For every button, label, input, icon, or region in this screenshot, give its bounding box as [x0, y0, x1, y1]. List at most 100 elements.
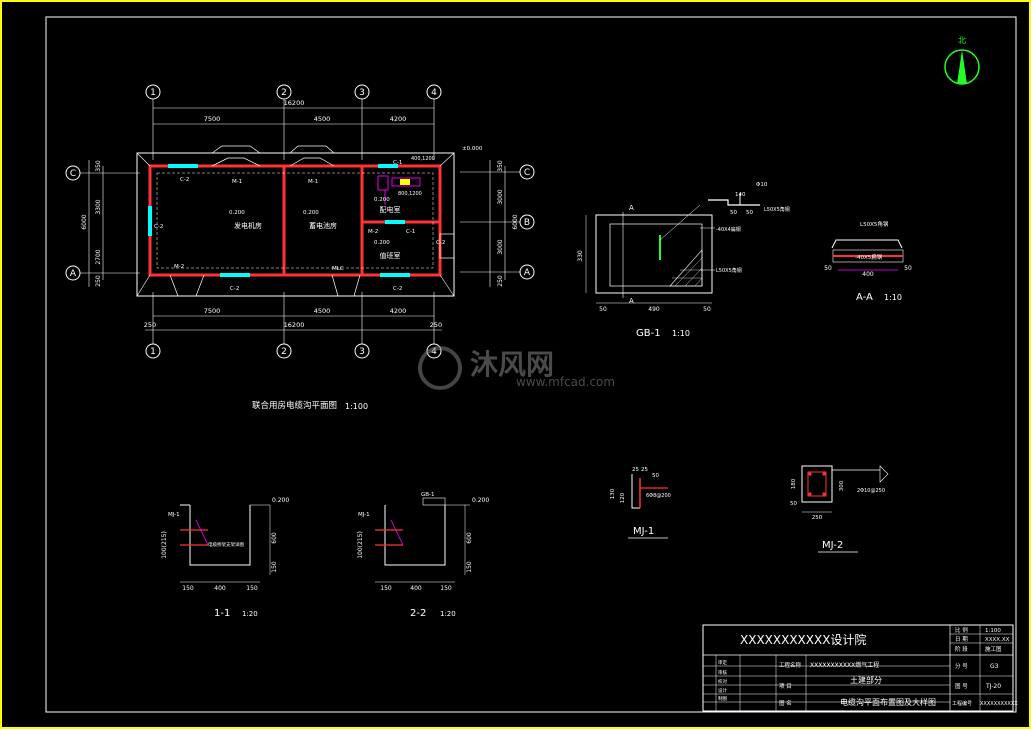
dim-bottom-total: 16200: [284, 321, 305, 329]
gb1-note-angle-steel: L50X5角钢: [716, 267, 742, 274]
gb1-dim-right: 50: [703, 306, 711, 313]
tb-role-1: 审定: [718, 659, 727, 666]
door-m2-b: M-2: [174, 264, 184, 270]
gb1-title: GB-1: [636, 328, 661, 339]
door-m2-a: M-2: [368, 229, 378, 235]
room-duty: 值班室: [380, 251, 401, 260]
gb1-note-flat-steel: -40X4扁钢: [716, 226, 741, 233]
tb-r3-value: 施工图: [985, 645, 1002, 653]
s22-dim-1: 150: [380, 585, 392, 592]
north-label: 北: [958, 36, 966, 45]
aa-section: L50X5角钢 -40X5扁钢 400 50 50 A-A 1:10: [824, 220, 912, 303]
elev-room-4: 0.200: [374, 240, 390, 246]
tb-institute: XXXXXXXXXXX设计院: [740, 633, 866, 647]
section-2-2: 0.200 MJ-1 GB-1 150 400 150 600 150 100(…: [357, 492, 489, 619]
tb-r1-value: 1:100: [985, 628, 1001, 634]
tb-r5-value: TJ-20: [985, 683, 1001, 690]
dim-left-4: 250: [95, 275, 102, 287]
window-c2-b: C-2: [230, 286, 239, 292]
dim-left-total: 6000: [81, 214, 88, 229]
elev-room-2: 0.200: [303, 210, 319, 216]
inner-frame: [45, 16, 1017, 713]
s22-dim-6: 100(215): [357, 531, 364, 559]
watermark-cn: 沐风网: [470, 348, 554, 381]
window-c1-b: C-1: [406, 229, 415, 235]
tb-role-5: 制图: [718, 695, 727, 702]
s22-dim-2: 400: [410, 585, 422, 592]
angle-detail: 140 50 50 Φ10 L50X5角钢: [708, 182, 790, 216]
s11-note-bracket: 电缆桥架支架详图: [208, 541, 244, 548]
s22-dim-5: 150: [466, 561, 473, 573]
tn-dim-2: 50: [730, 210, 737, 216]
s11-title: 1-1: [214, 608, 230, 619]
tb-drawing-label: 图 名: [779, 699, 792, 707]
mj2-detail: 250 180 300 50 2Φ10@250 MJ-2: [790, 465, 889, 553]
s11-dim-2: 400: [214, 585, 226, 592]
tb-r4-value: G3: [990, 663, 999, 670]
dim-top-total: 16200: [284, 99, 305, 107]
mj1-dim-1: 25: [632, 467, 639, 473]
door-m1-a: M-1: [232, 179, 242, 185]
axis-bottom-2: 2: [281, 347, 287, 357]
dim-left-1: 350: [95, 160, 102, 172]
s11-dim-6: 100(215): [161, 531, 168, 559]
gb1-dim-left: 50: [599, 306, 607, 313]
window-c1-a: C-1: [393, 160, 402, 166]
mj1-dim-5: 50: [652, 473, 659, 479]
axis-bottom-3: 3: [359, 347, 365, 357]
mj1-detail: 25 25 130 120 50 6Φ8@200 MJ-1: [610, 467, 671, 539]
mj2-title: MJ-2: [822, 540, 843, 551]
tn-dim-1: 140: [735, 192, 746, 198]
dim-bottom-1: 7500: [204, 307, 221, 315]
dim-left-3: 2700: [95, 249, 102, 264]
tb-r5-label: 图 号: [955, 682, 968, 690]
room-generator: 发电机房: [234, 221, 262, 230]
tb-item-name: 土建部分: [850, 675, 882, 685]
axis-top-2: 2: [281, 88, 287, 98]
s22-title: 2-2: [410, 608, 426, 619]
mj1-dim-2: 25: [641, 467, 648, 473]
s22-scale: 1:20: [440, 610, 456, 618]
axis-right-b: B: [524, 218, 530, 228]
tb-project-label: 工程名称: [779, 661, 802, 669]
elev-room-1: 0.200: [229, 210, 245, 216]
mj2-dim-4: 50: [790, 501, 797, 507]
axis-top-4: 4: [431, 88, 437, 98]
tb-role-3: 校对: [718, 678, 727, 685]
s22-note-mj: MJ-1: [358, 512, 370, 518]
plan-note-1: 400,1200: [411, 156, 435, 162]
s22-dim-3: 150: [440, 585, 452, 592]
s11-dim-5: 150: [271, 561, 278, 573]
dim-top-2: 4500: [314, 115, 331, 123]
door-m1-b: M-1: [308, 179, 318, 185]
s22-elev: 0.200: [472, 497, 489, 504]
elev-room-3: 0.200: [374, 197, 390, 203]
mj1-dim-4: 120: [620, 492, 626, 503]
plan-view: 1 2 3 4 1 2 3 4 C A C B A 16200 7500 45: [65, 84, 535, 411]
cable-trench: [156, 172, 434, 269]
s11-dim-1: 150: [182, 585, 194, 592]
aa-dim-right: 50: [904, 265, 912, 272]
tn-dim-3: 50: [746, 210, 753, 216]
gb1-section-a-top: A: [629, 204, 634, 212]
tb-drawing-name: 电缆沟平面布置图及大样图: [840, 697, 936, 707]
dim-left-2: 3300: [95, 199, 102, 214]
dim-top-1: 7500: [204, 115, 221, 123]
room-distribution: 配电室: [380, 205, 401, 214]
axis-left-c: C: [70, 169, 76, 179]
tb-r3-label: 阶 段: [955, 645, 968, 653]
section-1-1: 0.200 MJ-1 电缆桥架支架详图 150 400 150 600 150 …: [161, 497, 289, 619]
plan-scale: 1:100: [345, 402, 368, 411]
tb-r1-label: 比 例: [955, 626, 968, 634]
watermark: 沐风网 www.mfcad.com: [418, 346, 615, 390]
dim-bottom-edge-right: 250: [430, 321, 442, 329]
axis-top-3: 3: [359, 88, 365, 98]
dim-top-3: 4200: [390, 115, 407, 123]
dim-right-3: 3000: [497, 239, 504, 254]
dim-right-total: 6000: [512, 214, 519, 229]
tb-role-4: 设计: [718, 687, 727, 694]
s22-dim-4: 600: [466, 532, 473, 544]
gb1-dim-height: 330: [577, 250, 584, 262]
plan-title: 联合用房电缆沟平面图: [252, 400, 337, 411]
